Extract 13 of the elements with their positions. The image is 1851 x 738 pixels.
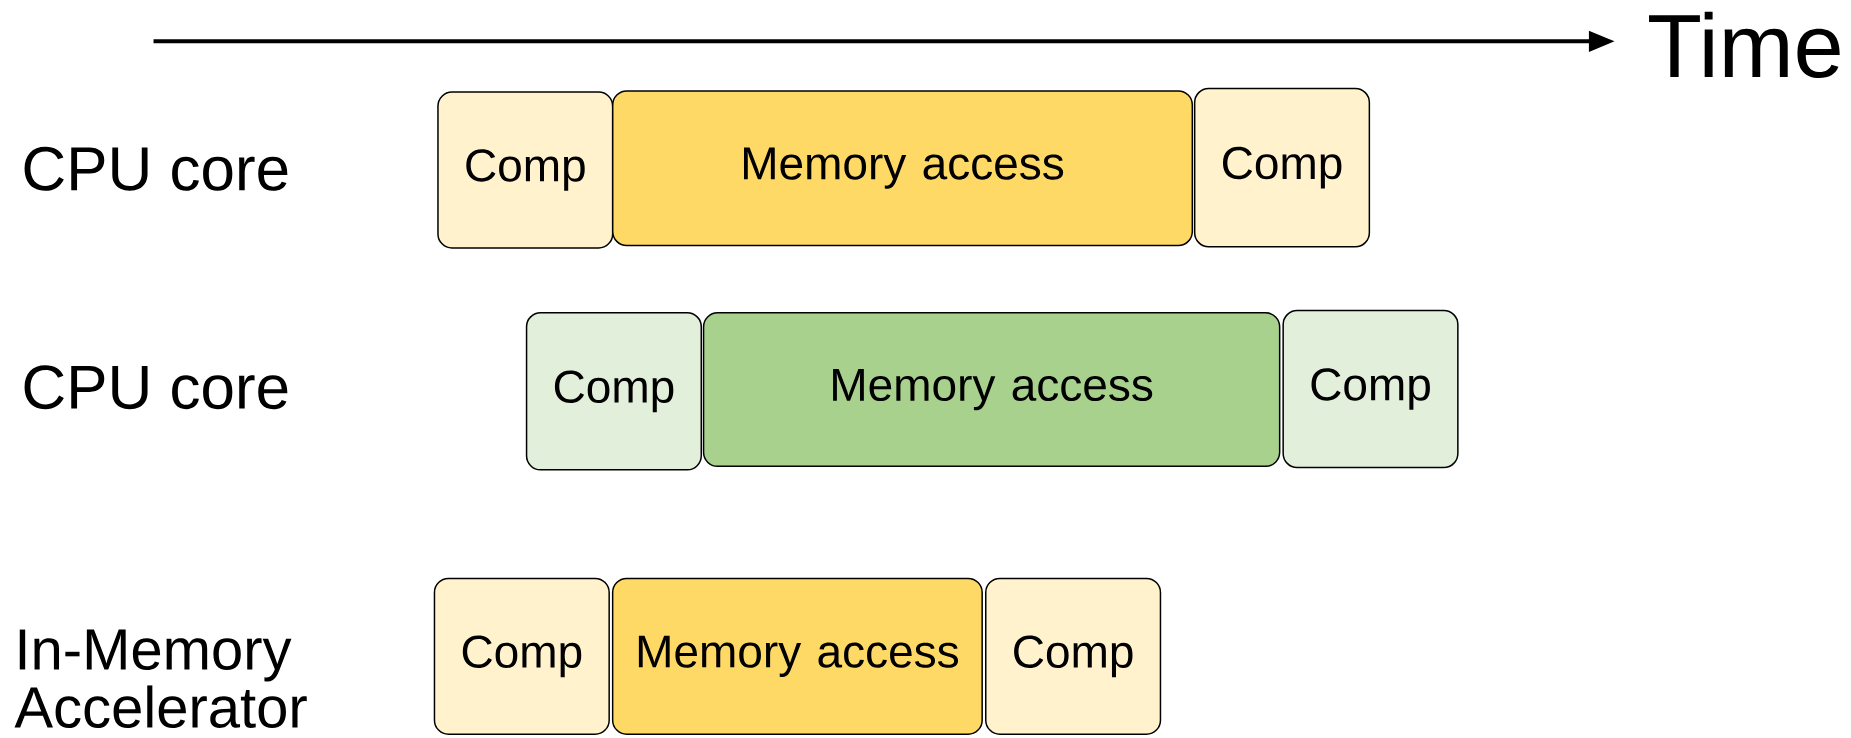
- axis-label: Time: [1649, 11, 1840, 78]
- time-segment-box: Comp: [985, 577, 1162, 735]
- time-segment-box: Comp: [525, 312, 702, 471]
- time-segment-box: Memory access: [611, 90, 1194, 247]
- time-segment-box: Comp: [1193, 87, 1371, 248]
- time-segment-box: Comp: [1282, 309, 1459, 469]
- row-label: CPU core: [24, 365, 288, 410]
- time-segment-box: Memory access: [611, 577, 983, 735]
- time-segment-box: Comp: [437, 91, 614, 249]
- time-segment-box: Comp: [433, 577, 610, 735]
- time-segment-box: Memory access: [702, 312, 1281, 468]
- row-label: In-Memory Accelerator: [14, 629, 307, 729]
- row-label: CPU core: [24, 146, 288, 191]
